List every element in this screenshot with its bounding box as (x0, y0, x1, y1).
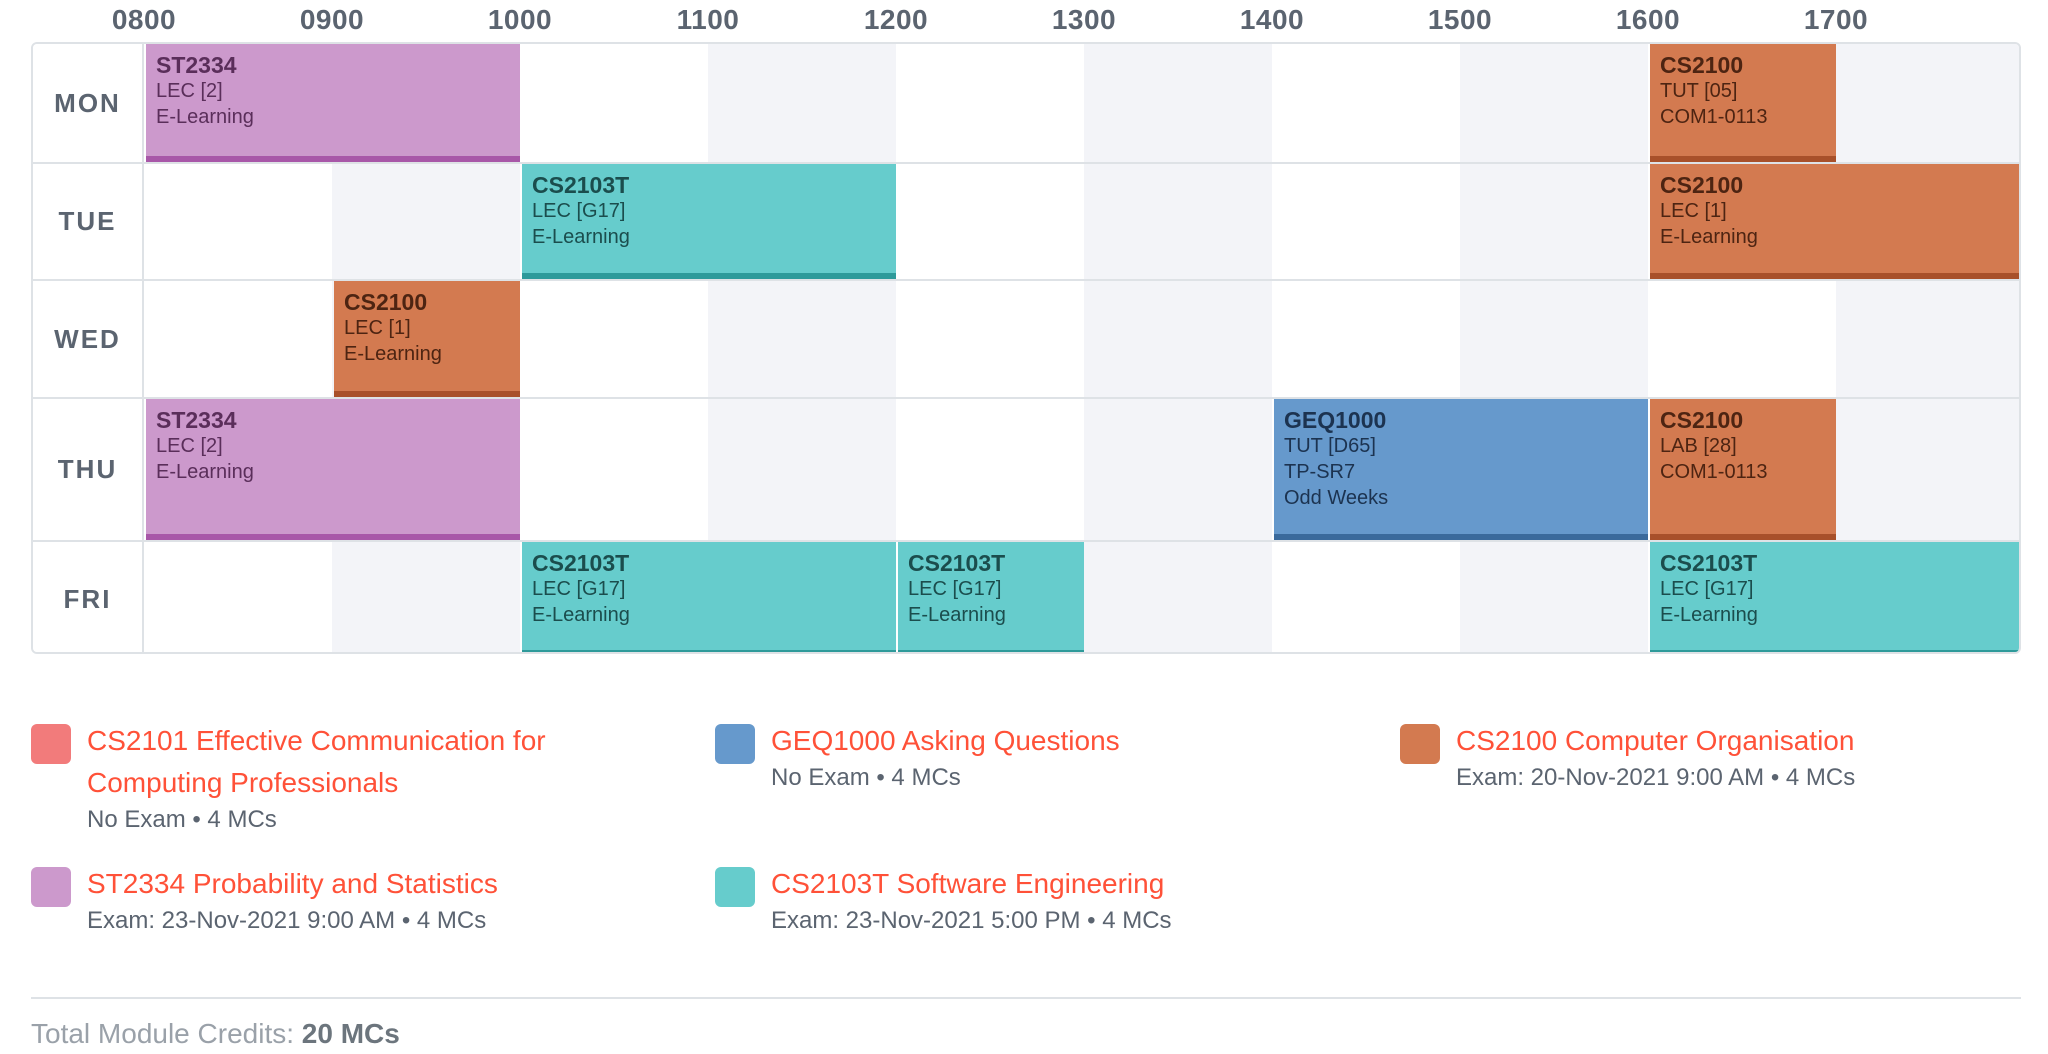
lesson-detail: E-Learning (156, 106, 254, 128)
lesson-detail: COM1-0113 (1660, 106, 1768, 128)
lesson-detail: COM1-0113 (1660, 461, 1768, 483)
total-credits-value: 20 MCs (301, 1018, 400, 1049)
module-title-link[interactable]: CS2100 Computer Organisation (1456, 725, 1855, 756)
lesson-detail: E-Learning (1660, 226, 1758, 248)
day-label: FRI (33, 542, 144, 652)
module-exam-info: No Exam • 4 MCs (87, 806, 277, 833)
module-title-link[interactable]: ST2334 Probability and Statistics (87, 868, 498, 899)
module-title-link[interactable]: CS2103T Software Engineering (771, 868, 1165, 899)
lesson-code: CS2103T (532, 550, 630, 576)
time-stripe (1084, 44, 1272, 652)
time-stripe (1460, 44, 1648, 652)
lesson-detail: LEC [G17] (532, 200, 626, 222)
module-color-swatch[interactable] (715, 724, 755, 764)
hour-label: 1000 (487, 4, 553, 35)
module-exam-info: Exam: 20-Nov-2021 9:00 AM • 4 MCs (1456, 764, 1856, 791)
lesson-detail: TUT [D65] (1284, 435, 1376, 457)
hour-label: 0900 (299, 4, 365, 35)
lesson-detail: E-Learning (344, 343, 442, 365)
lesson-code: CS2100 (1660, 407, 1744, 433)
lesson-code: CS2100 (344, 289, 428, 315)
module-title-link[interactable]: GEQ1000 Asking Questions (771, 725, 1120, 756)
lesson-detail: TP-SR7 (1284, 461, 1356, 483)
lesson-code: ST2334 (156, 407, 237, 433)
hour-header: 0800 0900 1000 1100 1200 1300 1400 1500 1600 1700 (0, 0, 2048, 40)
day-label: TUE (33, 164, 144, 279)
day-label: MON (33, 44, 144, 162)
lesson-detail: LEC [G17] (1660, 578, 1754, 600)
lesson-code: CS2100 (1660, 172, 1744, 198)
hour-label: 0800 (111, 4, 177, 35)
module-color-swatch[interactable] (31, 724, 71, 764)
hour-label: 1200 (863, 4, 929, 35)
hour-label: 1100 (676, 4, 740, 35)
lesson-code: CS2103T (1660, 550, 1758, 576)
total-credits-label: Total Module Credits: (31, 1018, 295, 1049)
lesson-detail: LEC [1] (1660, 200, 1727, 222)
hour-label: 1600 (1615, 4, 1681, 35)
lesson-detail: E-Learning (156, 461, 254, 483)
lesson-code: GEQ1000 (1284, 407, 1387, 433)
lesson-detail: LEC [2] (156, 80, 223, 102)
lesson-detail: LEC [1] (344, 317, 411, 339)
lesson-code: CS2103T (532, 172, 630, 198)
module-color-swatch[interactable] (31, 867, 71, 907)
total-credits: Total Module Credits: 20 MCs (31, 1018, 400, 1050)
lesson-detail: LEC [2] (156, 435, 223, 457)
hour-label: 1300 (1051, 4, 1117, 35)
lesson-detail: Odd Weeks (1284, 487, 1389, 509)
hour-label: 1700 (1803, 4, 1869, 35)
lesson-detail: LEC [G17] (908, 578, 1002, 600)
lesson-code: ST2334 (156, 52, 237, 78)
lesson-code: CS2103T (908, 550, 1006, 576)
module-title-link[interactable]: CS2101 Effective Communication for Compu… (87, 725, 546, 798)
module-color-swatch[interactable] (715, 867, 755, 907)
lesson-detail: LAB [28] (1660, 435, 1737, 457)
module-exam-info: Exam: 23-Nov-2021 9:00 AM • 4 MCs (87, 907, 487, 934)
hour-label: 1400 (1239, 4, 1305, 35)
divider (31, 997, 2021, 999)
module-exam-info: No Exam • 4 MCs (771, 764, 961, 791)
lesson-detail: E-Learning (1660, 604, 1758, 626)
lesson-detail: E-Learning (532, 604, 630, 626)
lesson-detail: E-Learning (532, 226, 630, 248)
day-label: WED (33, 281, 144, 397)
lesson-detail: TUT [05] (1660, 80, 1738, 102)
lesson-detail: LEC [G17] (532, 578, 626, 600)
module-exam-info: Exam: 23-Nov-2021 5:00 PM • 4 MCs (771, 907, 1172, 934)
module-color-swatch[interactable] (1400, 724, 1440, 764)
hour-label: 1500 (1427, 4, 1493, 35)
lesson-code: CS2100 (1660, 52, 1744, 78)
lesson-detail: E-Learning (908, 604, 1006, 626)
day-label: THU (33, 399, 144, 540)
